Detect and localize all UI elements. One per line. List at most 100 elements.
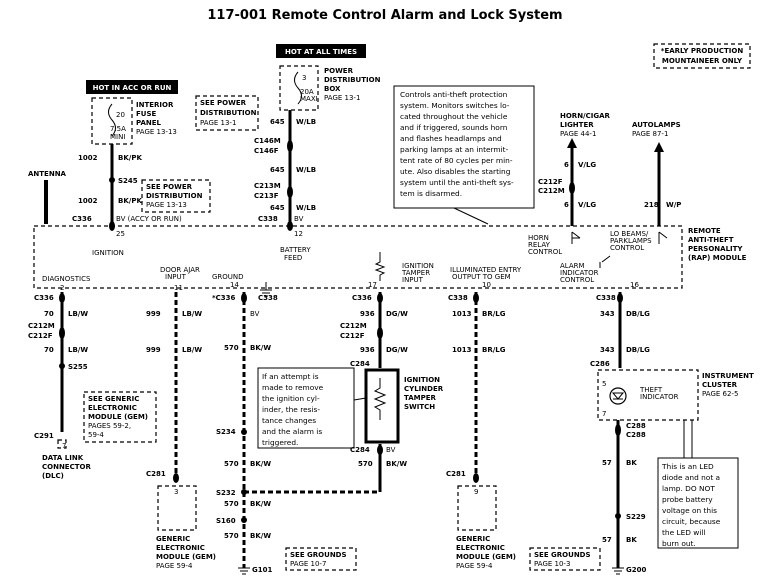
svg-text:C212F: C212F bbox=[28, 332, 53, 340]
svg-text:70: 70 bbox=[44, 346, 54, 354]
svg-text:C212F: C212F bbox=[538, 178, 563, 186]
svg-text:Controls anti-theft protection: Controls anti-theft protection bbox=[400, 90, 508, 99]
svg-text:C288: C288 bbox=[626, 431, 646, 439]
svg-text:DISTRIBUTION: DISTRIBUTION bbox=[146, 192, 203, 200]
svg-text:BR/LG: BR/LG bbox=[482, 310, 506, 318]
svg-text:lamp. DO NOT: lamp. DO NOT bbox=[662, 484, 715, 493]
svg-text:BK/W: BK/W bbox=[250, 500, 271, 508]
svg-text:PAGES 59-2,: PAGES 59-2, bbox=[88, 422, 131, 430]
svg-text:C336: C336 bbox=[72, 215, 92, 223]
rap-pin-labels: 2 11 14 17 10 16 bbox=[60, 281, 639, 292]
svg-text:tance changes: tance changes bbox=[262, 416, 316, 425]
svg-text:S255: S255 bbox=[68, 363, 88, 371]
svg-text:C281: C281 bbox=[146, 470, 166, 478]
svg-text:343: 343 bbox=[600, 310, 615, 318]
svg-text:C336: C336 bbox=[352, 294, 372, 302]
svg-text:parking lamps at an intermit-: parking lamps at an intermit- bbox=[400, 145, 509, 154]
svg-text:6: 6 bbox=[564, 161, 569, 169]
svg-text:C338: C338 bbox=[258, 294, 278, 302]
svg-text:If an attempt is: If an attempt is bbox=[262, 372, 319, 381]
svg-text:CLUSTER: CLUSTER bbox=[702, 381, 738, 389]
svg-text:BK: BK bbox=[626, 459, 637, 467]
svg-text:PAGE 44-1: PAGE 44-1 bbox=[560, 130, 596, 138]
svg-text:25: 25 bbox=[116, 230, 125, 238]
svg-text:ELECTRONIC: ELECTRONIC bbox=[88, 404, 137, 412]
svg-text:MODULE (GEM): MODULE (GEM) bbox=[156, 553, 216, 561]
svg-text:C212M: C212M bbox=[28, 322, 55, 330]
instrument-cluster: 5 7 THEFT INDICATOR INSTRUMENT CLUSTER P… bbox=[597, 369, 754, 421]
svg-text:AUTOLAMPS: AUTOLAMPS bbox=[632, 121, 681, 129]
svg-text:16: 16 bbox=[630, 281, 639, 289]
svg-text:and if triggered, sounds horn: and if triggered, sounds horn bbox=[400, 123, 508, 132]
svg-text:CYLINDER: CYLINDER bbox=[404, 385, 444, 393]
right-lower-labels: C288 C288 57 BK S229 57 BK G200 bbox=[602, 422, 646, 574]
svg-text:made to remove: made to remove bbox=[262, 383, 324, 392]
svg-text:G101: G101 bbox=[252, 566, 272, 574]
svg-text:9: 9 bbox=[474, 488, 478, 496]
svg-text:cated throughout the vehicle: cated throughout the vehicle bbox=[400, 112, 508, 121]
svg-text:PAGE 87-1: PAGE 87-1 bbox=[632, 130, 668, 138]
svg-text:probe battery: probe battery bbox=[662, 495, 713, 504]
svg-text:CONNECTOR: CONNECTOR bbox=[42, 463, 91, 471]
svg-text:HORN: HORN bbox=[528, 234, 549, 242]
svg-text:system. Monitors switches lo-: system. Monitors switches lo- bbox=[400, 101, 510, 110]
led-warning-box: This is an LED diode and not a lamp. DO … bbox=[657, 420, 739, 549]
svg-text:936: 936 bbox=[360, 346, 375, 354]
svg-text:INDICATOR: INDICATOR bbox=[560, 269, 599, 277]
svg-text:999: 999 bbox=[146, 346, 161, 354]
svg-text:LB/W: LB/W bbox=[182, 310, 202, 318]
svg-text:inder, the resis-: inder, the resis- bbox=[262, 405, 320, 414]
svg-text:LB/W: LB/W bbox=[68, 346, 88, 354]
svg-text:IGNITION: IGNITION bbox=[402, 262, 434, 270]
svg-text:BK: BK bbox=[626, 536, 637, 544]
svg-text:BK/W: BK/W bbox=[250, 532, 271, 540]
svg-text:BATTERY: BATTERY bbox=[280, 246, 311, 254]
svg-text:C284: C284 bbox=[350, 360, 370, 368]
svg-text:ute. Also disables the starti: ute. Also disables the starting bbox=[400, 167, 511, 176]
svg-text:645: 645 bbox=[270, 204, 285, 212]
svg-text:5: 5 bbox=[602, 380, 606, 388]
svg-text:3: 3 bbox=[174, 488, 178, 496]
svg-text:DATA LINK: DATA LINK bbox=[42, 454, 84, 462]
svg-text:the ignition cyl-: the ignition cyl- bbox=[262, 394, 320, 403]
svg-text:THEFT: THEFT bbox=[639, 386, 663, 394]
svg-text:S245: S245 bbox=[118, 177, 138, 185]
svg-text:W/P: W/P bbox=[666, 201, 681, 209]
ignition-cylinder-tamper-switch: IGNITION CYLINDER TAMPER SWITCH bbox=[364, 368, 444, 444]
svg-text:C286: C286 bbox=[590, 360, 610, 368]
svg-text:ANTENNA: ANTENNA bbox=[28, 170, 67, 178]
power-distribution-box: 3 20A MAXI POWER DISTRIBUTION BOX PAGE 1… bbox=[279, 65, 381, 111]
svg-text:diode and not a: diode and not a bbox=[662, 473, 720, 482]
svg-text:570: 570 bbox=[224, 344, 239, 352]
svg-text:C281: C281 bbox=[446, 470, 466, 478]
svg-text:SWITCH: SWITCH bbox=[404, 403, 435, 411]
svg-text:voltage on this: voltage on this bbox=[662, 506, 717, 515]
svg-text:IGNITION: IGNITION bbox=[92, 249, 124, 257]
svg-text:C336: C336 bbox=[34, 294, 54, 302]
horn-cigar-lighter-ref: HORN/CIGAR LIGHTER PAGE 44-1 bbox=[560, 112, 611, 148]
antenna: ANTENNA bbox=[28, 170, 67, 224]
svg-text:70: 70 bbox=[44, 310, 54, 318]
svg-text:POWER: POWER bbox=[324, 67, 354, 75]
data-link-connector: C291 7 DATA LINK CONNECTOR (DLC) bbox=[34, 432, 91, 480]
svg-text:1013: 1013 bbox=[452, 310, 472, 318]
lower-mid-labels: S234 570 BK/W C284 570 BK/W BV S232 570 … bbox=[216, 428, 407, 574]
svg-text:BV: BV bbox=[250, 310, 260, 318]
svg-text:11: 11 bbox=[174, 284, 183, 292]
svg-text:PAGE 13-1: PAGE 13-1 bbox=[324, 94, 360, 102]
svg-text:ILLUMINATED ENTRY: ILLUMINATED ENTRY bbox=[450, 266, 522, 274]
svg-text:circuit, because: circuit, because bbox=[662, 517, 721, 526]
svg-text:14: 14 bbox=[230, 281, 239, 289]
svg-text:C213M: C213M bbox=[254, 182, 281, 190]
svg-text:HOT AT ALL TIMES: HOT AT ALL TIMES bbox=[285, 48, 357, 56]
tamper-note-box: If an attempt is made to remove the igni… bbox=[257, 367, 367, 449]
svg-text:PAGE 13-13: PAGE 13-13 bbox=[146, 201, 187, 209]
svg-text:936: 936 bbox=[360, 310, 375, 318]
svg-text:RELAY: RELAY bbox=[528, 241, 551, 249]
svg-text:C338: C338 bbox=[448, 294, 468, 302]
svg-text:7: 7 bbox=[602, 410, 606, 418]
svg-text:DISTRIBUTION: DISTRIBUTION bbox=[324, 76, 381, 84]
svg-text:999: 999 bbox=[146, 310, 161, 318]
svg-text:DG/W: DG/W bbox=[386, 310, 408, 318]
